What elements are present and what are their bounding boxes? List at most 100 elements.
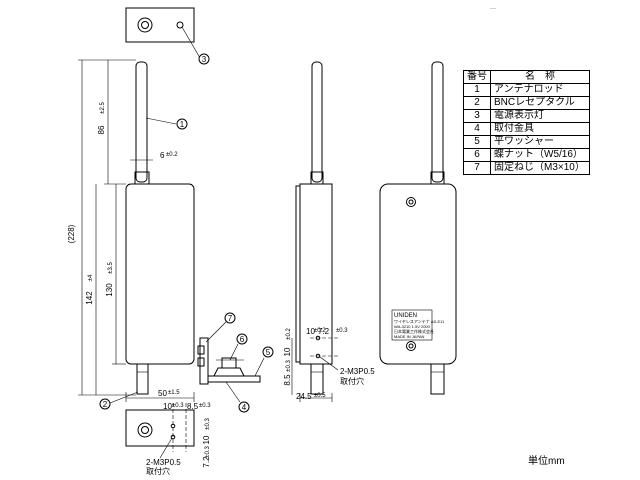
callout-7-circle bbox=[224, 312, 236, 324]
dim-side-bottom-tol: ±0.3 bbox=[286, 360, 292, 372]
label-line1: ワイヤレスアンテナ AS-E11 bbox=[394, 318, 445, 324]
side-antenna-rod bbox=[311, 61, 323, 183]
label-brand: UNIDEN bbox=[394, 313, 417, 319]
top-fragment: ··· bbox=[490, 6, 496, 12]
table-row: 7 固定ねじ（M3×10） bbox=[463, 161, 590, 175]
callout-3-circle bbox=[198, 53, 210, 65]
dim-body-height: 142 bbox=[85, 291, 94, 305]
dim-hole-pitch-tol: ±0.3 bbox=[172, 403, 184, 409]
top-bnc-inner bbox=[141, 21, 149, 29]
rear-body bbox=[379, 183, 457, 365]
row-name: アンテナロッド bbox=[490, 83, 590, 97]
callout-5-circle bbox=[262, 346, 274, 358]
callout-1-circle bbox=[176, 118, 188, 130]
dim-hole-offset: 8.5 bbox=[187, 402, 199, 411]
table-row: 3 電源表示灯 bbox=[463, 109, 590, 123]
table-row: 5 平ワッシャー bbox=[463, 135, 590, 149]
callout-4: 4 bbox=[242, 403, 247, 412]
label-line4: MADE IN JAPAN bbox=[394, 334, 424, 339]
top-view-block bbox=[125, 7, 195, 43]
side-bnc bbox=[310, 363, 324, 395]
row-name: BNCレセプタクル bbox=[490, 96, 590, 110]
table-row: 6 蝶ナット（W5/16） bbox=[463, 148, 590, 162]
callout-3: 3 bbox=[202, 55, 207, 64]
dim-antenna-length-tol: ±2.5 bbox=[100, 102, 106, 114]
row-no: 5 bbox=[463, 135, 491, 149]
callout-4-circle bbox=[238, 401, 250, 413]
rear-view: UNIDEN ワイヤレスアンテナ AS-E11 WA-3210 1.5V 200… bbox=[379, 61, 457, 395]
front-view: 3 1 6 ±0.2 2 (228) 86 ±2.5 142 ±4 bbox=[67, 7, 274, 476]
label-plate bbox=[391, 309, 433, 341]
callout-6: 6 bbox=[240, 335, 245, 344]
dim-body-width-tol: ±1.5 bbox=[168, 390, 180, 396]
row-no: 6 bbox=[463, 148, 491, 162]
dim-inner-height: 130 bbox=[105, 283, 114, 297]
dim-hole-pitch: 10 bbox=[163, 402, 172, 411]
dim-side-bottom: 8.5 bbox=[283, 374, 292, 386]
table-row: 1 アンテナロッド bbox=[463, 83, 590, 97]
table-row: 2 BNCレセプタクル bbox=[463, 96, 590, 110]
dim-antenna-dia-tol: ±0.2 bbox=[166, 152, 178, 158]
note-tap-side: 2-M3P0.5 bbox=[340, 367, 375, 376]
table-row: 4 取付金具 bbox=[463, 122, 590, 136]
dim-side-offset: 7.2 bbox=[318, 327, 330, 336]
dim-antenna-dia: 6 bbox=[160, 151, 165, 160]
dim-side-hole: 10 bbox=[306, 327, 315, 336]
note-tap-bottom-2: 取付穴 bbox=[146, 466, 170, 476]
mounting-bracket bbox=[197, 337, 261, 385]
dim-body-height-tol: ±4 bbox=[88, 274, 94, 281]
top-bnc-outer bbox=[137, 17, 153, 33]
parts-table-header: 番号 名 称 bbox=[463, 70, 590, 84]
row-no: 3 bbox=[463, 109, 491, 123]
note-tap-bottom: 2-M3P0.5 bbox=[146, 458, 181, 467]
callout-7: 7 bbox=[228, 314, 233, 323]
row-name: 固定ねじ（M3×10） bbox=[490, 161, 590, 175]
row-name: 取付金具 bbox=[490, 122, 590, 136]
bottom-view-block bbox=[125, 409, 195, 447]
antenna-rod bbox=[135, 61, 148, 183]
dim-depth-tol: ±0.5 bbox=[314, 393, 326, 399]
dim-bottom-hole-tol: ±0.3 bbox=[205, 418, 211, 430]
dim-body-width: 50 bbox=[158, 389, 167, 398]
rear-screw-top bbox=[406, 197, 416, 207]
bottom-bnc-inner bbox=[141, 426, 149, 434]
dim-inner-height-tol: ±3.5 bbox=[108, 262, 114, 274]
dim-bottom-side-tol: ±0.3 bbox=[205, 446, 211, 458]
dim-hole-offset-tol: ±0.3 bbox=[199, 403, 211, 409]
row-name: 蝶ナット（W5/16） bbox=[490, 148, 590, 162]
dim-side-offset-tol: ±0.3 bbox=[336, 328, 348, 334]
callout-2-circle bbox=[99, 398, 111, 410]
dim-bottom-side: 7.2 bbox=[202, 456, 211, 468]
row-no: 4 bbox=[463, 122, 491, 136]
callout-1: 1 bbox=[180, 120, 185, 129]
callout-5: 5 bbox=[266, 348, 271, 357]
callout-2: 2 bbox=[103, 400, 108, 409]
bnc-bottom bbox=[136, 363, 149, 395]
row-no: 7 bbox=[463, 161, 491, 175]
dim-side-hole-vert: 10 bbox=[283, 347, 292, 356]
dim-total-height: (228) bbox=[67, 224, 76, 243]
label-line3: 日本電業工作株式会社 bbox=[394, 328, 434, 334]
rear-bnc bbox=[430, 363, 445, 395]
unit-note: 単位mm bbox=[528, 456, 565, 467]
top-lamp bbox=[176, 21, 184, 29]
bottom-bnc-outer bbox=[137, 422, 153, 438]
dim-side-hole-vert-tol: ±0.2 bbox=[286, 328, 292, 340]
row-name: 平ワッシャー bbox=[490, 135, 590, 149]
row-name: 電源表示灯 bbox=[490, 109, 590, 123]
dim-depth: 24.5 bbox=[296, 392, 312, 401]
callout-6-circle bbox=[236, 333, 248, 345]
rear-antenna-rod bbox=[431, 61, 444, 183]
label-line2: WA-3210 1.5V 2000 bbox=[394, 324, 431, 329]
dim-antenna-length: 86 bbox=[97, 125, 106, 134]
note-tap-side-2: 取付穴 bbox=[340, 376, 364, 386]
row-no: 2 bbox=[463, 96, 491, 110]
side-view: 10 ±0.2 7.2 ±0.3 10 ±0.2 8.5 ±0.3 24.5 ±… bbox=[283, 61, 375, 402]
body-front bbox=[125, 183, 195, 365]
row-no: 1 bbox=[463, 83, 491, 97]
dim-bottom-hole: 10 bbox=[202, 435, 211, 444]
dim-side-hole-tol: ±0.2 bbox=[314, 328, 326, 334]
header-name: 名 称 bbox=[490, 70, 590, 84]
header-no: 番号 bbox=[463, 70, 491, 84]
